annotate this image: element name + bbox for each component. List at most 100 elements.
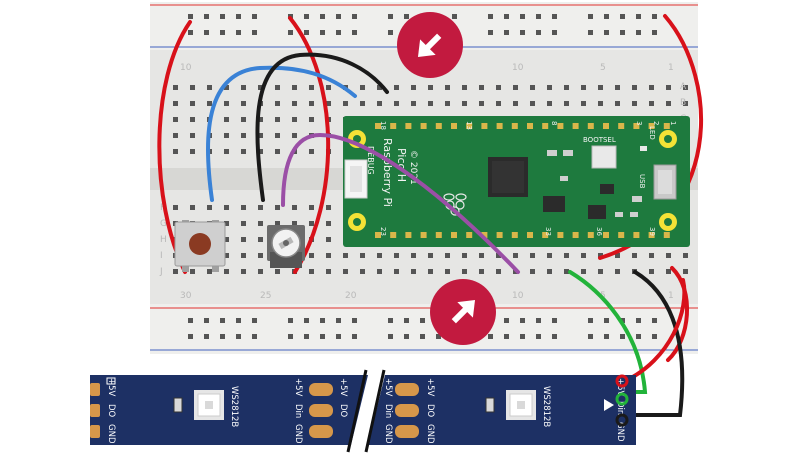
breadboard-hole — [343, 101, 348, 106]
pico-pin — [420, 123, 427, 129]
breadboard-hole — [588, 14, 593, 19]
breadboard-hole — [564, 85, 569, 90]
breadboard-hole — [520, 334, 525, 339]
breadboard-hole — [581, 269, 586, 274]
breadboard-hole — [394, 253, 399, 258]
pin-label-1: 1 — [669, 121, 677, 125]
pad-label-left-do: DO — [106, 404, 116, 418]
pico-pin — [603, 123, 609, 129]
breadboard-hole — [488, 14, 493, 19]
green-wire — [568, 270, 648, 394]
breadboard-hole — [462, 101, 467, 106]
chip-label-right: WS2812B — [541, 386, 551, 427]
breadboard-hole — [636, 318, 641, 323]
breadboard-hole — [309, 85, 314, 90]
led-strip: WS2812B WS2812B +5V DO GND +5V Din GND +… — [90, 369, 636, 453]
bootsel-button[interactable] — [591, 145, 617, 169]
breadboard-hole — [588, 318, 593, 323]
black-wire-bottom — [618, 270, 685, 417]
breadboard-hole — [320, 14, 325, 19]
breadboard-hole — [224, 237, 229, 242]
breadboard-hole — [636, 334, 641, 339]
breadboard-hole — [547, 269, 552, 274]
breadboard-hole — [188, 30, 193, 35]
breadboard-hole — [320, 30, 325, 35]
pad-label-mid-din: Din — [293, 404, 303, 418]
breadboard-hole — [547, 253, 552, 258]
pico-pin — [663, 232, 670, 238]
breadboard-hole — [620, 334, 625, 339]
left-red-jumper-1 — [157, 20, 192, 274]
pico-pin — [618, 232, 625, 238]
pad-label-r2-do: DO — [425, 404, 435, 418]
breadboard-hole — [377, 253, 382, 258]
breadboard-hole — [588, 30, 593, 35]
pad-label-end-din: Din — [615, 401, 625, 415]
pico-pin — [481, 123, 488, 129]
pad-label-left-5v: +5V — [106, 378, 116, 397]
breadboard-hole — [604, 318, 609, 323]
led-strip-right-segment — [368, 375, 636, 445]
breadboard-hole — [241, 85, 246, 90]
red-wire-end — [615, 374, 629, 388]
breadboard-hole — [598, 253, 603, 258]
blue-wire — [205, 65, 357, 202]
breadboard-hole — [292, 101, 297, 106]
breadboard-hole — [404, 14, 409, 19]
bb-col-num-10: 10 — [512, 291, 524, 301]
pico-pin — [663, 123, 670, 129]
breadboard-hole — [564, 101, 569, 106]
breadboard-hole — [632, 253, 637, 258]
breadboard-hole — [207, 101, 212, 106]
breadboard-hole — [190, 205, 195, 210]
pico-pin — [375, 123, 381, 129]
pico-pin — [481, 232, 488, 238]
strip-direction-icon — [604, 399, 614, 411]
flash-chip — [543, 196, 565, 212]
breadboard-hole — [360, 85, 365, 90]
pico-pin — [451, 232, 457, 238]
breadboard-hole — [360, 253, 365, 258]
breadboard-hole — [581, 253, 586, 258]
bb-row-letter-f: F — [160, 203, 165, 213]
breadboard-hole — [428, 269, 433, 274]
breadboard-hole — [326, 237, 331, 242]
breadboard-hole — [241, 101, 246, 106]
breadboard-hole — [652, 30, 657, 35]
bb-col-num-30: 30 — [180, 291, 192, 301]
breadboard-hole — [326, 85, 331, 90]
breadboard-hole — [224, 133, 229, 138]
breadboard-hole — [204, 334, 209, 339]
breadboard-hole — [190, 269, 195, 274]
breadboard-hole — [190, 85, 195, 90]
pico-pin — [542, 123, 549, 129]
breadboard-hole — [207, 85, 212, 90]
pad-label-end-5v: +5V — [615, 378, 625, 397]
breadboard-hole — [479, 253, 484, 258]
breadboard-hole — [258, 117, 263, 122]
breadboard-hole — [552, 318, 557, 323]
bb-row-letter-i: I — [160, 251, 163, 261]
breadboard-hole — [666, 85, 671, 90]
breadboard-hole — [258, 149, 263, 154]
pad-label-r2-5v: +5V — [425, 378, 435, 397]
breadboard-hole — [520, 30, 525, 35]
pad-label-mid-5v: +5V — [293, 378, 303, 397]
breadboard-hole — [258, 269, 263, 274]
led-strip-left-segment — [90, 375, 368, 445]
breadboard-hole — [479, 85, 484, 90]
breadboard-hole — [620, 30, 625, 35]
breadboard-hole — [309, 101, 314, 106]
pico-pin — [511, 232, 518, 238]
bb-row-letter-a: A — [680, 82, 687, 92]
breadboard-hole — [420, 318, 425, 323]
breadboard-hole — [428, 101, 433, 106]
breadboard-hole — [304, 30, 309, 35]
pico-pin — [648, 232, 655, 238]
breadboard-hole — [564, 269, 569, 274]
breadboard-hole — [326, 221, 331, 226]
strip-capacitor-right — [485, 397, 495, 413]
breadboard-hole — [394, 101, 399, 106]
breadboard-hole — [207, 205, 212, 210]
breadboard-hole — [581, 85, 586, 90]
